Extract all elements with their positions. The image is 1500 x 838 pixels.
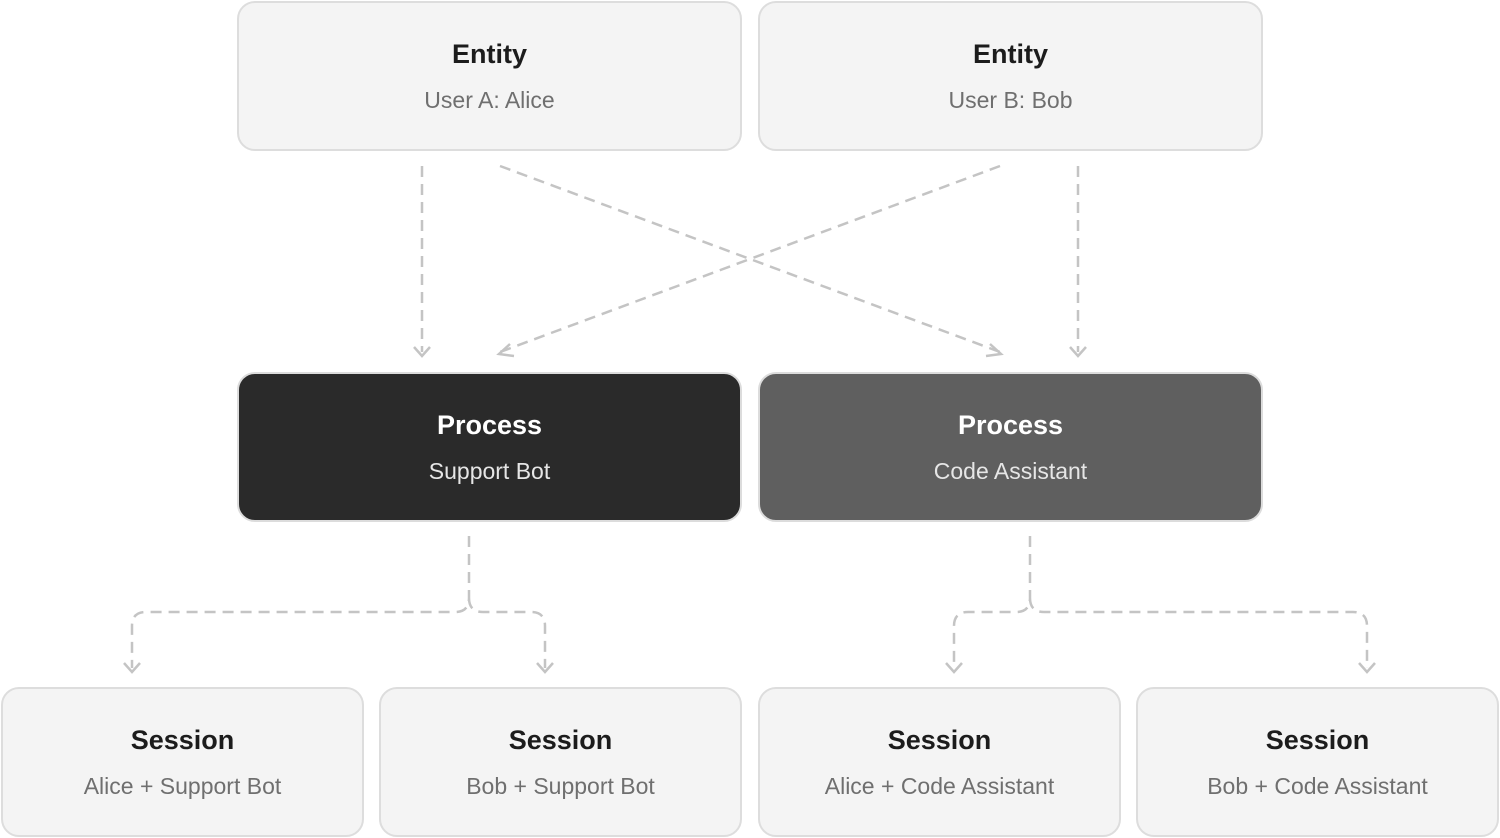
session-node-bob-code-assistant: Session Bob + Code Assistant — [1136, 687, 1499, 837]
session-title: Session — [508, 725, 613, 755]
session-subtitle: Bob + Support Bot — [466, 773, 655, 799]
arrowhead-bob-to-support-bot — [496, 343, 515, 358]
arrowhead-alice-to-code-assistant — [985, 343, 1004, 358]
session-subtitle: Alice + Support Bot — [83, 773, 282, 799]
arrowhead-support-bot-to-bob-session — [536, 662, 554, 674]
arrowhead-support-bot-to-alice-session — [123, 662, 141, 674]
process-subtitle: Support Bot — [428, 458, 551, 484]
session-title: Session — [130, 725, 235, 755]
arrowhead-alice-to-support-bot — [413, 346, 431, 358]
session-node-alice-support-bot: Session Alice + Support Bot — [1, 687, 364, 837]
process-title: Process — [436, 410, 543, 440]
arrowhead-code-assistant-to-alice-session — [945, 662, 963, 674]
entity-node-alice: Entity User A: Alice — [237, 1, 742, 151]
session-subtitle: Bob + Code Assistant — [1207, 773, 1428, 799]
entity-node-bob: Entity User B: Bob — [758, 1, 1263, 151]
entity-subtitle: User A: Alice — [424, 87, 555, 113]
process-node-code-assistant: Process Code Assistant — [758, 372, 1263, 522]
session-node-alice-code-assistant: Session Alice + Code Assistant — [758, 687, 1121, 837]
session-title: Session — [1265, 725, 1370, 755]
connector-support-bot-branch — [130, 536, 547, 668]
arrowhead-bob-to-code-assistant — [1069, 346, 1087, 358]
process-title: Process — [957, 410, 1064, 440]
process-subtitle: Code Assistant — [933, 458, 1088, 484]
session-title: Session — [887, 725, 992, 755]
entity-subtitle: User B: Bob — [948, 87, 1073, 113]
session-subtitle: Alice + Code Assistant — [824, 773, 1055, 799]
entity-title: Entity — [972, 39, 1048, 69]
session-node-bob-support-bot: Session Bob + Support Bot — [379, 687, 742, 837]
connector-code-assistant-branch — [952, 536, 1369, 668]
arrowhead-code-assistant-to-bob-session — [1358, 662, 1376, 674]
process-node-support-bot: Process Support Bot — [237, 372, 742, 522]
entity-title: Entity — [451, 39, 527, 69]
